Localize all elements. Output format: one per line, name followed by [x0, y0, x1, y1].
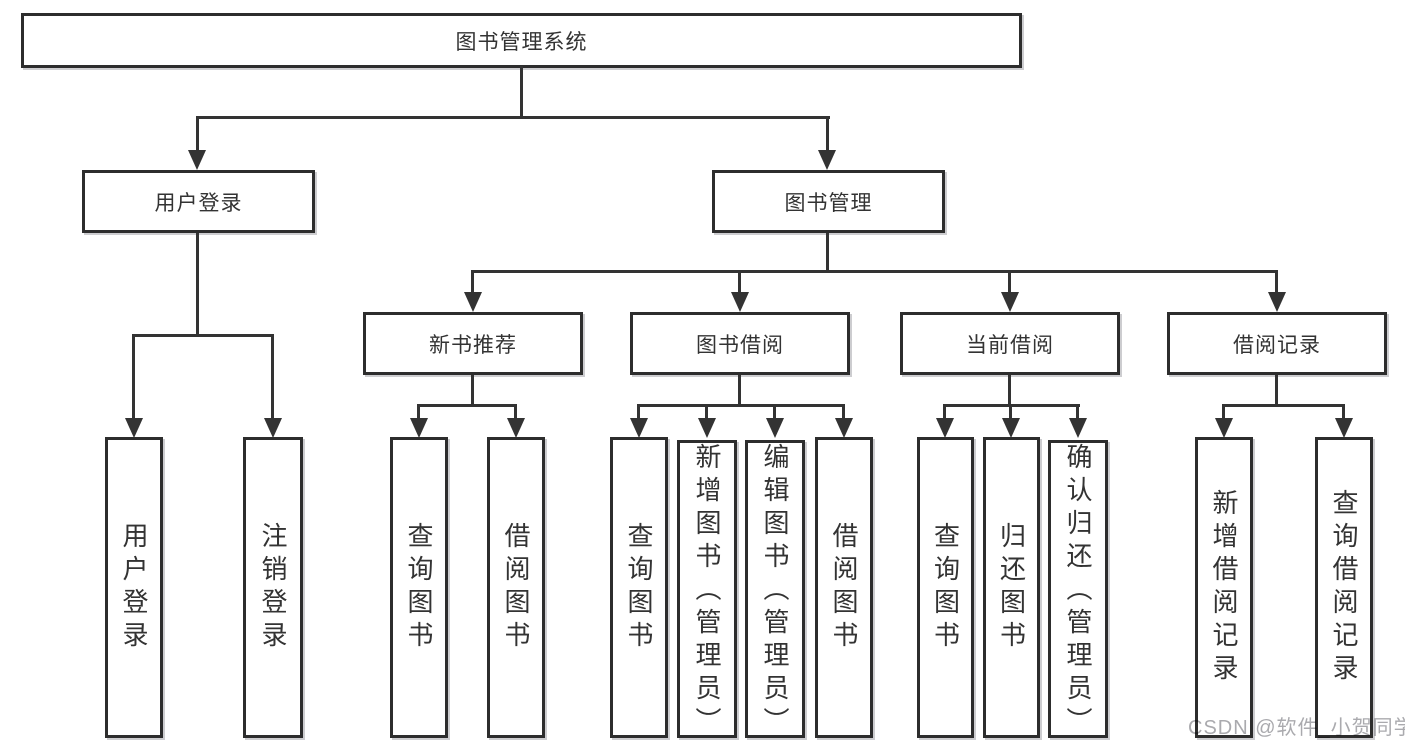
node-book-borrow-label: 图书借阅 [696, 333, 784, 357]
arrowhead-current-borrow [1001, 292, 1019, 312]
arrowhead-user-login [188, 150, 206, 170]
leaf-borrow-book: 借阅图书 [815, 437, 873, 738]
connector-book-borrow-child2 [705, 404, 708, 424]
connector-borrow-record-stub [1275, 375, 1278, 407]
leaf-borrow-add-admin: 新增图书（管理员） [677, 440, 737, 740]
connector-root-split [196, 116, 830, 119]
arrowhead-new-book-child1 [410, 418, 428, 438]
connector-to-current-borrow [1008, 270, 1011, 298]
leaf-record-query-label: 查询借阅记录 [1329, 488, 1359, 687]
leaf-record-add: 新增借阅记录 [1195, 437, 1253, 738]
leaf-borrow-query-label: 查询图书 [624, 521, 654, 654]
leaf-borrow-query: 查询图书 [610, 437, 668, 738]
node-current-borrow-label: 当前借阅 [966, 333, 1054, 357]
arrowhead-book-borrow-child1 [630, 418, 648, 438]
connector-user-login-stub [196, 233, 199, 337]
leaf-borrow-add-admin-label: 新增图书（管理员） [692, 443, 722, 740]
connector-book-borrow-stub [738, 375, 741, 407]
connector-book-mgmt-stub [826, 233, 829, 273]
node-current-borrow: 当前借阅 [900, 312, 1120, 375]
node-user-login: 用户登录 [82, 170, 315, 233]
csdn-watermark: CSDN @软件_小贺同学 [1188, 717, 1405, 739]
connector-user-login-split [132, 334, 274, 337]
node-borrow-record: 借阅记录 [1167, 312, 1387, 375]
connector-borrow-record-split [1222, 404, 1345, 407]
arrowhead-borrow-record-child1 [1215, 418, 1233, 438]
connector-to-user-login [196, 116, 199, 156]
connector-new-book-child2 [514, 404, 517, 424]
leaf-user-login-label: 用户登录 [119, 521, 149, 654]
connector-user-login-child2 [271, 334, 274, 424]
connector-new-book-child1 [417, 404, 420, 424]
node-book-mgmt: 图书管理 [712, 170, 945, 233]
leaf-current-query-label: 查询图书 [930, 521, 961, 654]
connector-to-new-book [471, 270, 474, 298]
connector-borrow-record-child2 [1342, 404, 1345, 424]
arrowhead-new-book-child2 [507, 418, 525, 438]
node-user-login-label: 用户登录 [154, 191, 243, 215]
connector-root-stub [520, 66, 523, 118]
leaf-current-confirm-admin-label: 确认归还（管理员） [1063, 443, 1093, 740]
connector-book-borrow-child4 [842, 404, 845, 424]
connector-to-borrow-record [1275, 270, 1278, 298]
arrowhead-new-book [464, 292, 482, 312]
node-borrow-record-label: 借阅记录 [1233, 333, 1321, 357]
arrowhead-user-login-child2 [264, 418, 282, 438]
connector-current-borrow-child3 [1076, 404, 1079, 424]
leaf-current-return-label: 归还图书 [996, 521, 1027, 654]
leaf-logout: 注销登录 [243, 437, 303, 738]
arrowhead-current-borrow-child3 [1069, 418, 1087, 438]
arrowhead-book-mgmt [818, 150, 836, 170]
connector-book-borrow-split [637, 404, 845, 407]
arrowhead-borrow-record [1268, 292, 1286, 312]
connector-to-book-borrow [738, 270, 741, 298]
arrowhead-book-borrow-child2 [698, 418, 716, 438]
node-new-book-label: 新书推荐 [429, 333, 517, 357]
leaf-user-login: 用户登录 [105, 437, 163, 738]
connector-current-borrow-child2 [1009, 404, 1012, 424]
leaf-borrow-book-label: 借阅图书 [829, 521, 859, 654]
arrowhead-current-borrow-child1 [936, 418, 954, 438]
connector-new-book-stub [471, 375, 474, 407]
node-root-label: 图书管理系统 [455, 30, 588, 54]
leaf-newbook-query: 查询图书 [390, 437, 448, 738]
arrowhead-book-borrow-child4 [835, 418, 853, 438]
connector-to-book-mgmt [826, 116, 829, 156]
leaf-borrow-edit-admin: 编辑图书（管理员） [745, 440, 805, 740]
leaf-current-return: 归还图书 [983, 437, 1040, 738]
connector-new-book-split [417, 404, 517, 407]
connector-current-borrow-child1 [943, 404, 946, 424]
leaf-current-confirm-admin: 确认归还（管理员） [1048, 440, 1108, 740]
leaf-newbook-borrow: 借阅图书 [487, 437, 545, 738]
node-root-system: 图书管理系统 [21, 13, 1022, 68]
node-new-book: 新书推荐 [363, 312, 583, 375]
leaf-record-query: 查询借阅记录 [1315, 437, 1373, 738]
arrowhead-current-borrow-child2 [1002, 418, 1020, 438]
arrowhead-book-borrow [731, 292, 749, 312]
arrowhead-borrow-record-child2 [1335, 418, 1353, 438]
connector-book-borrow-child1 [637, 404, 640, 424]
leaf-borrow-edit-admin-label: 编辑图书（管理员） [760, 443, 790, 740]
leaf-logout-label: 注销登录 [258, 521, 288, 654]
connector-user-login-child1 [132, 334, 135, 424]
arrowhead-user-login-child1 [125, 418, 143, 438]
leaf-newbook-query-label: 查询图书 [404, 521, 434, 654]
node-book-mgmt-label: 图书管理 [784, 191, 873, 215]
leaf-current-query: 查询图书 [917, 437, 974, 738]
connector-book-borrow-child3 [773, 404, 776, 424]
leaf-newbook-borrow-label: 借阅图书 [501, 521, 531, 654]
arrowhead-book-borrow-child3 [766, 418, 784, 438]
connector-borrow-record-child1 [1222, 404, 1225, 424]
connector-book-mgmt-split [471, 270, 1278, 273]
node-book-borrow: 图书借阅 [630, 312, 850, 375]
leaf-record-add-label: 新增借阅记录 [1209, 488, 1239, 687]
connector-current-borrow-stub [1008, 375, 1011, 407]
